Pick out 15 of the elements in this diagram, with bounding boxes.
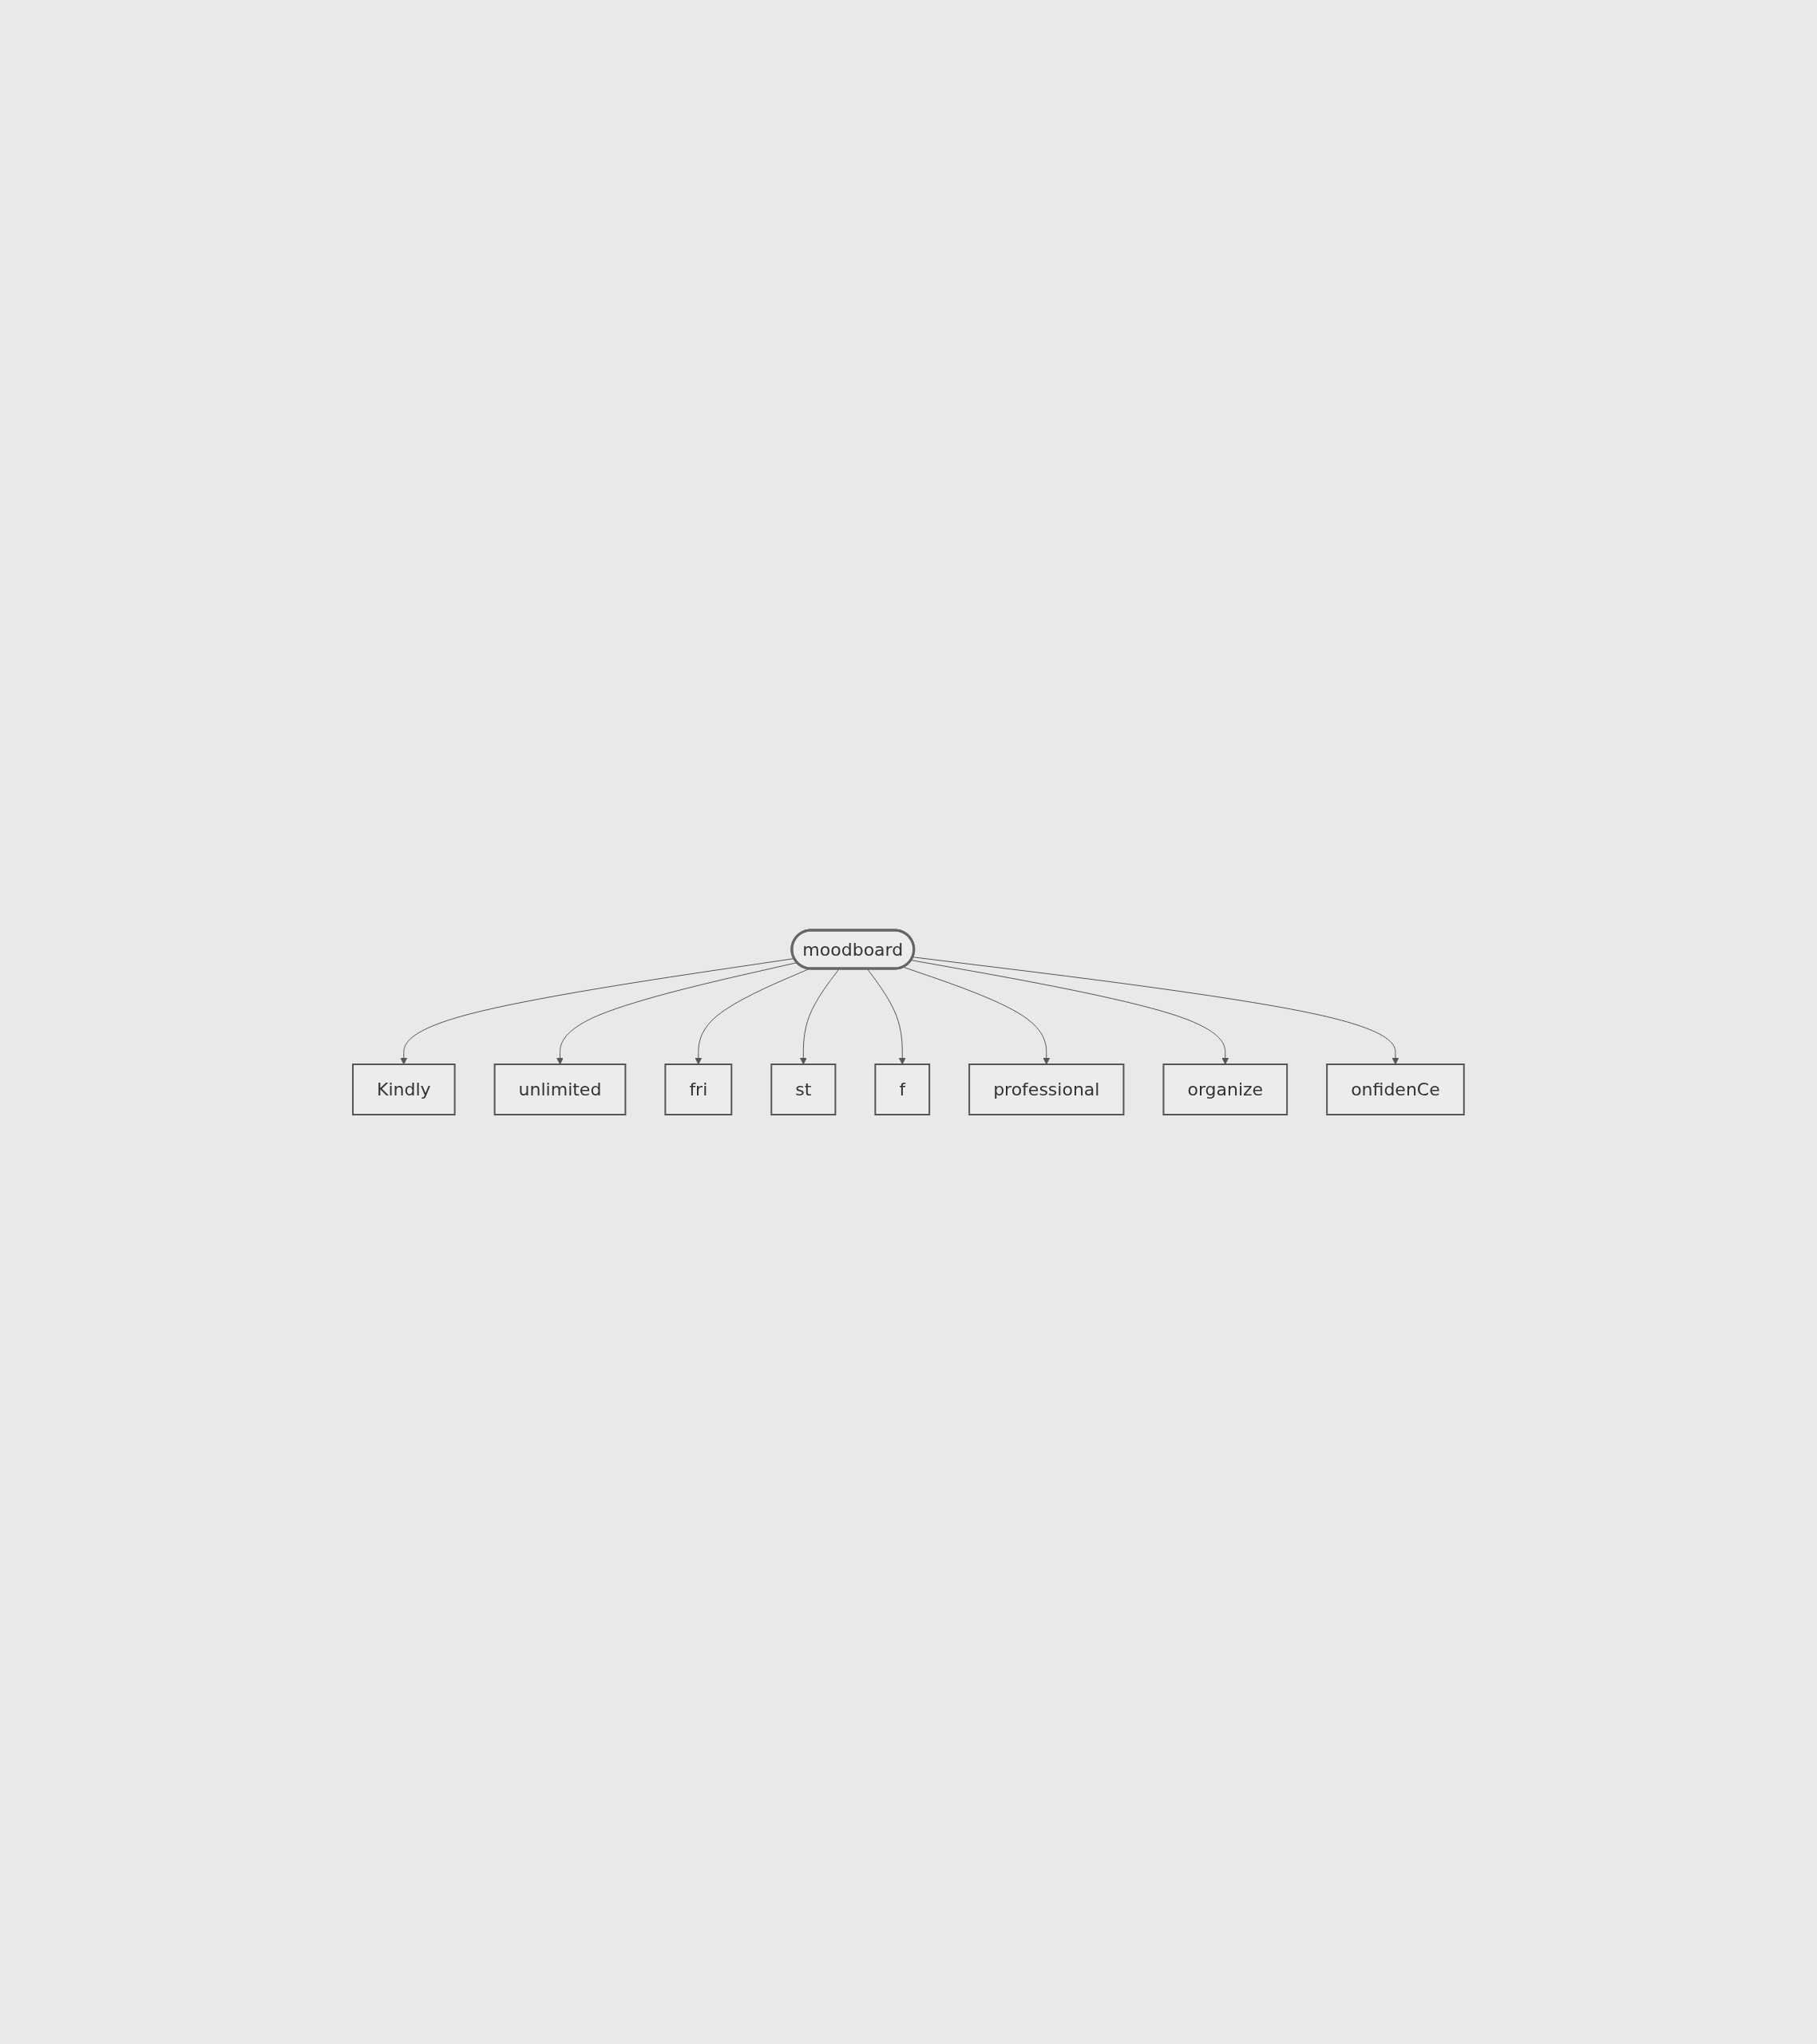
node-box: st — [770, 1063, 837, 1115]
arrow — [912, 956, 1399, 1064]
node-box: onfidenCe — [1326, 1063, 1465, 1115]
arrow — [800, 968, 840, 1064]
arrow — [556, 961, 798, 1064]
arrow — [867, 968, 906, 1064]
node-box: Kindly — [352, 1063, 456, 1115]
arrow — [400, 957, 795, 1064]
node-box: f — [874, 1063, 931, 1115]
arrow — [903, 966, 1051, 1064]
arrow — [910, 959, 1229, 1064]
node-box: unlimited — [493, 1063, 627, 1115]
node-box: fri — [664, 1063, 733, 1115]
node-box: organize — [1162, 1063, 1289, 1115]
node-box: professional — [968, 1063, 1125, 1115]
